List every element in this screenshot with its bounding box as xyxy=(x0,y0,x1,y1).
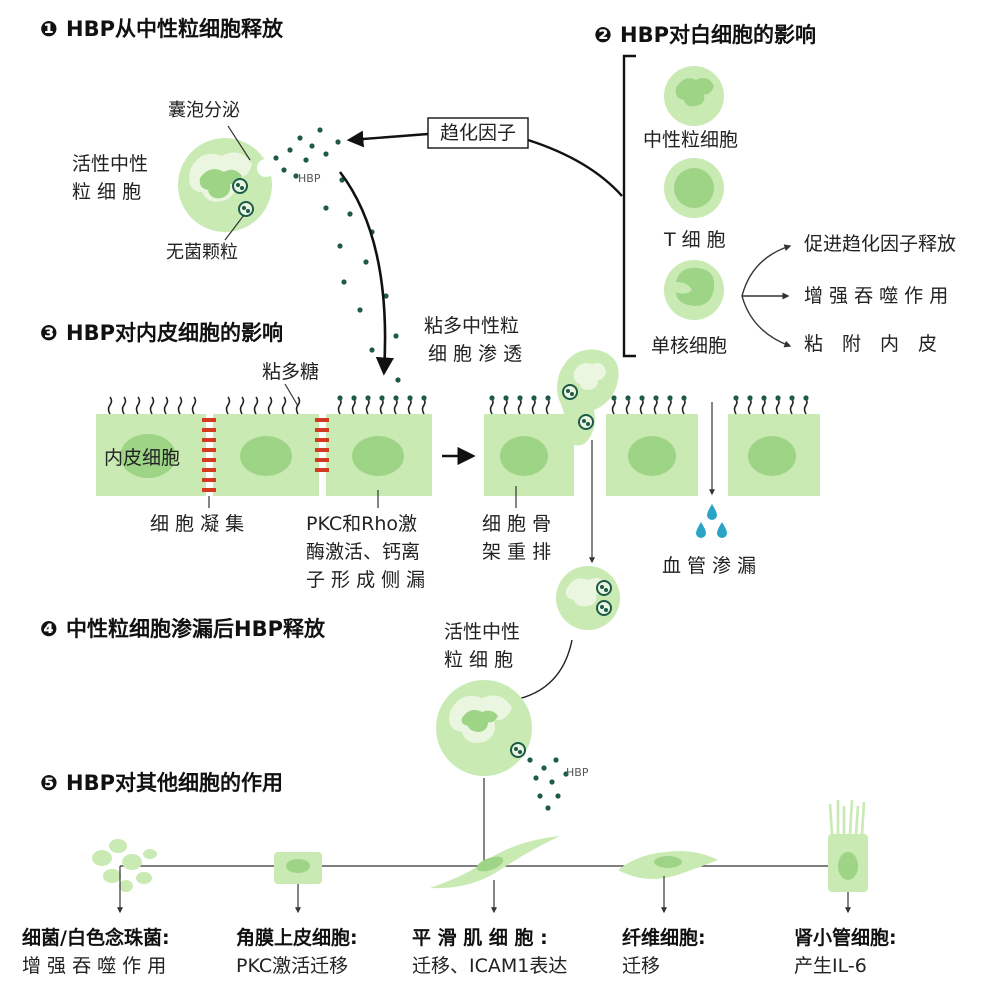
chemokine-arrow xyxy=(346,130,429,148)
neutrophil-label: 中性粒细胞 xyxy=(643,129,738,151)
effect-arrow-3 xyxy=(741,295,792,348)
endothelial-cell-label: 内皮细胞 xyxy=(104,447,180,469)
tubular-cell-icon xyxy=(828,799,868,892)
cytoskeleton-line2: 架 重 排 xyxy=(482,541,551,563)
section-5-title: HBP对其他细胞的作用 xyxy=(66,771,283,795)
active-neutrophil-1-line1: 活性中性 xyxy=(72,153,148,175)
hbp-label-1: HBP xyxy=(298,172,321,185)
monocyte-label: 单核细胞 xyxy=(651,335,727,357)
section-1-title: HBP从中性粒细胞释放 xyxy=(66,17,284,41)
section-2-number: ❷ xyxy=(594,23,612,47)
section-5-number: ❺ xyxy=(40,771,58,795)
leaked-neutrophil xyxy=(556,566,620,630)
granule-label: 无菌颗粒 xyxy=(166,242,238,263)
cell-aggregation-label: 细 胞 凝 集 xyxy=(150,513,244,535)
leak-drops-icon xyxy=(696,504,727,538)
pkc-rho-line1: PKC和Rho激 xyxy=(306,513,417,535)
penetrate-line1: 粘多中性粒 xyxy=(424,315,519,337)
neutrophil-cell xyxy=(664,66,724,126)
endothelium-left xyxy=(96,394,432,496)
corneal-epithelial-icon xyxy=(274,852,322,884)
endothelium-right xyxy=(484,394,820,496)
active-neutrophil-1-line2: 粒 细 胞 xyxy=(72,181,141,203)
bacteria-icon xyxy=(92,839,157,892)
leukocyte-bracket xyxy=(622,54,636,358)
section-1-number: ❶ xyxy=(40,17,58,41)
section-2-title: HBP对白细胞的影响 xyxy=(620,23,816,47)
hbp-particles-1 xyxy=(273,127,401,383)
cell-name-3: 平 滑 肌 细 胞 : xyxy=(412,926,548,949)
cell-name-4: 纤维细胞: xyxy=(622,926,706,949)
active-neutrophil-2-line2: 粒 细 胞 xyxy=(444,649,513,671)
section-4-title: 中性粒细胞渗漏后HBP释放 xyxy=(66,617,326,641)
granule-pointer xyxy=(224,214,245,241)
vesicle-pointer xyxy=(227,125,251,161)
penetrate-line2: 细 胞 渗 透 xyxy=(428,343,522,365)
hbp-label-2: HBP xyxy=(566,766,589,779)
glycocalyx-label: 粘多糖 xyxy=(262,361,319,383)
section-4-number: ❹ xyxy=(40,617,58,641)
activation-arrow xyxy=(512,639,573,703)
effect-arrow-1 xyxy=(741,244,792,297)
monocyte-cell xyxy=(664,260,724,320)
hbp-flow-arrow xyxy=(338,171,394,376)
pkc-rho-line3: 子 形 成 侧 漏 xyxy=(306,569,425,591)
cell-effect-3: 迁移、ICAM1表达 xyxy=(412,955,567,977)
smooth-muscle-icon xyxy=(430,836,560,889)
vesicle-secretion-label: 囊泡分泌 xyxy=(168,100,240,121)
glycocalyx-pointer xyxy=(284,383,299,407)
chemokine-label: 趋化因子 xyxy=(440,122,516,144)
effect-adhesion: 粘 附 内 皮 xyxy=(804,333,937,355)
transmigrating-neutrophil xyxy=(557,349,619,446)
active-neutrophil-2-line1: 活性中性 xyxy=(444,621,520,643)
vascular-leak-label: 血 管 渗 漏 xyxy=(662,555,756,577)
active-neutrophil-1 xyxy=(178,138,275,232)
active-neutrophil-3 xyxy=(436,680,532,776)
cell-effect-5: 产生IL-6 xyxy=(794,955,867,977)
section-3-title: HBP对内皮细胞的影响 xyxy=(66,321,283,345)
cell-effect-4: 迁移 xyxy=(622,955,660,977)
t-cell-label: T 细 胞 xyxy=(663,229,726,251)
effect-phagocytosis: 增 强 吞 噬 作 用 xyxy=(804,285,948,307)
chemokine-box xyxy=(427,117,529,149)
t-cell xyxy=(664,158,724,218)
hbp-particles-2 xyxy=(527,757,569,811)
cell-name-5: 肾小管细胞: xyxy=(794,926,897,949)
pkc-rho-line2: 酶激活、钙离 xyxy=(306,541,420,563)
cell-effect-1: 增 强 吞 噬 作 用 xyxy=(22,955,166,977)
effect-chemokine-release: 促进趋化因子释放 xyxy=(804,233,956,255)
cytoskeleton-line1: 细 胞 骨 xyxy=(482,513,551,535)
section-3-number: ❸ xyxy=(40,321,58,345)
cell-name-2: 角膜上皮细胞: xyxy=(236,926,358,949)
cell-effect-2: PKC激活迁移 xyxy=(236,955,348,977)
fibroblast-icon xyxy=(618,851,718,879)
cell-name-1: 细菌/白色念珠菌: xyxy=(22,926,170,949)
chemokine-source-line xyxy=(527,138,623,197)
